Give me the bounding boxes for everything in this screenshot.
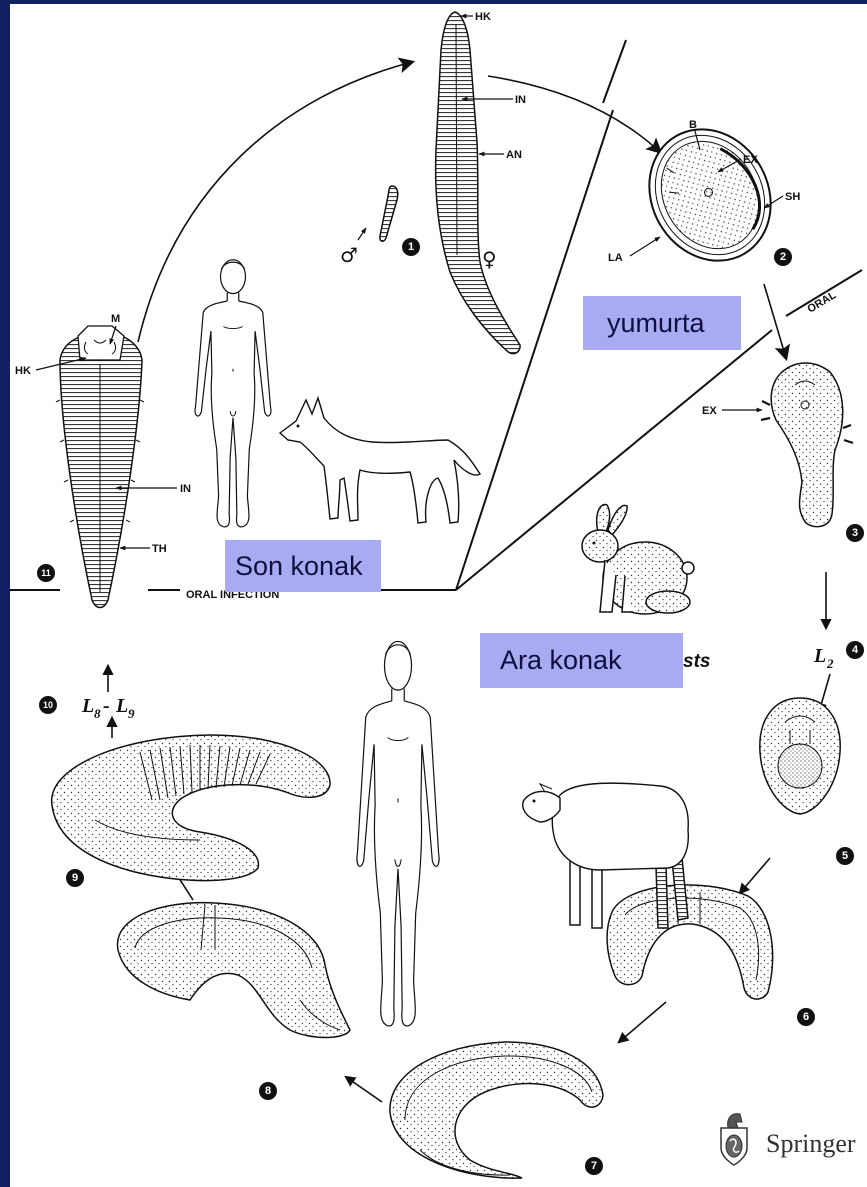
label-ex-larva: EX — [702, 405, 717, 417]
label-l8-l9-dash: - — [103, 695, 110, 717]
label-in-female: IN — [515, 94, 526, 106]
label-sh-egg: SH — [785, 191, 800, 203]
intermediate-hosts-caption-fragment: sts — [683, 651, 710, 672]
label-l2-sub: 2 — [826, 656, 834, 671]
svg-text:7: 7 — [591, 1160, 597, 1172]
stage-number-11: 11 — [37, 564, 55, 582]
publisher-name: Springer — [766, 1129, 856, 1158]
stage-number-3: 3 — [846, 524, 864, 542]
svg-text:1: 1 — [408, 241, 414, 253]
stage-number-7: 7 — [585, 1157, 603, 1175]
slide-frame-left — [0, 0, 10, 1187]
stage-number-2: 2 — [774, 248, 792, 266]
svg-text:6: 6 — [803, 1011, 809, 1023]
label-in-adult: IN — [180, 483, 191, 495]
stage-number-1: 1 — [402, 238, 420, 256]
slide-frame-top — [0, 0, 867, 4]
stage-number-9: 9 — [66, 869, 84, 887]
label-an-female: AN — [506, 149, 522, 161]
label-la-egg: LA — [608, 252, 623, 264]
svg-text:3: 3 — [852, 527, 858, 539]
label-b-egg: B — [689, 119, 697, 131]
label-hk-adult: HK — [15, 365, 31, 377]
stage-number-5: 5 — [836, 847, 854, 865]
intermediate-host-label: Ara konak — [480, 633, 683, 688]
male-symbol: ♂ — [340, 243, 358, 267]
stage-number-8: 8 — [259, 1082, 277, 1100]
svg-text:11: 11 — [41, 568, 51, 578]
stage-number-4: 4 — [846, 641, 864, 659]
label-l8-sub: 8 — [94, 706, 101, 721]
svg-text:5: 5 — [842, 850, 848, 862]
female-symbol: ♀ — [482, 247, 497, 271]
intermediate-host-label-text: Ara konak — [500, 645, 622, 676]
svg-text:4: 4 — [852, 644, 859, 656]
label-hk-female: HK — [475, 11, 491, 23]
stage-number-6: 6 — [797, 1008, 815, 1026]
label-th-adult: TH — [152, 543, 167, 555]
label-m-adult: M — [111, 313, 120, 325]
egg-label-text: yumurta — [607, 308, 705, 339]
definitive-host-label: Son konak — [225, 540, 381, 592]
svg-text:2: 2 — [780, 251, 786, 263]
svg-text:9: 9 — [72, 872, 78, 884]
label-l9-sub: 9 — [128, 706, 135, 721]
stage-number-10: 10 — [39, 696, 57, 714]
svg-text:8: 8 — [265, 1085, 271, 1097]
definitive-host-label-text: Son konak — [235, 551, 363, 582]
label-l8-letter: L — [81, 695, 94, 717]
label-l2-letter: L — [813, 645, 826, 667]
egg-label: yumurta — [583, 296, 741, 350]
svg-text:10: 10 — [43, 700, 53, 710]
label-l9-letter: L — [115, 695, 128, 717]
label-ex-egg: EX — [743, 154, 758, 166]
